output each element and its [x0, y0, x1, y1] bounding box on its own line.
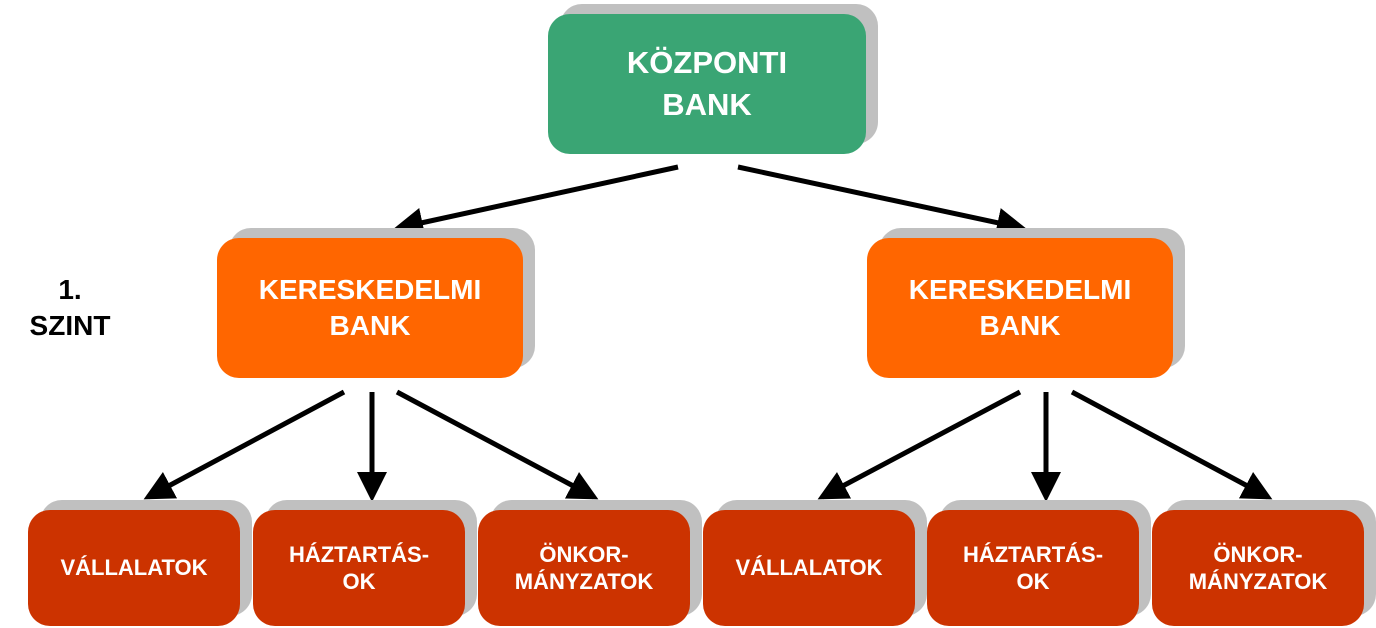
client-label-line1: ÖNKOR-: [1213, 541, 1303, 567]
arrow-commercial-right-to-vallalatok: [817, 389, 1022, 500]
arrow-commercial-left-to-onkormanyzatok: [395, 389, 599, 500]
client-label-line1: ÖNKOR-: [539, 541, 629, 567]
arrow-commercial-left-to-vallalatok: [143, 389, 346, 500]
client-box-vallalatok-right: VÁLLALATOK: [703, 510, 915, 626]
client-label-line1: VÁLLALATOK: [60, 555, 208, 581]
client-label-line2: MÁNYZATOK: [1188, 569, 1328, 594]
arrow-commercial-right-to-onkormanyzatok: [1070, 389, 1273, 500]
commercial-bank-left-line1: KERESKEDELMI: [258, 273, 482, 305]
client-label-line2: OK: [342, 569, 376, 594]
client-box-haztartasok-right: HÁZTARTÁS- OK: [927, 510, 1139, 626]
level-label-line1: 1.: [58, 274, 82, 305]
central-bank-label-line2: BANK: [662, 87, 752, 122]
client-label-line1: HÁZTARTÁS-: [288, 541, 430, 567]
arrow-central-to-commercial-left: [393, 164, 679, 238]
central-bank-box: KÖZPONTI BANK: [548, 14, 866, 154]
client-box-haztartasok-left: HÁZTARTÁS- OK: [253, 510, 465, 626]
level-label-line2: SZINT: [29, 310, 111, 342]
client-label-line1: HÁZTARTÁS-: [962, 541, 1104, 567]
central-bank-label-line1: KÖZPONTI: [626, 45, 788, 81]
client-label-line2: MÁNYZATOK: [514, 569, 654, 594]
commercial-bank-right-line2: BANK: [979, 310, 1061, 341]
arrow-central-to-commercial-right: [737, 164, 1027, 238]
commercial-bank-right-line1: KERESKEDELMI: [908, 273, 1132, 305]
client-label-line1: VÁLLALATOK: [735, 555, 883, 581]
commercial-bank-left-line2: BANK: [329, 310, 411, 341]
client-box-onkormanyzatok-left: ÖNKOR- MÁNYZATOK: [478, 510, 690, 626]
commercial-bank-left-box: KERESKEDELMI BANK: [217, 238, 523, 378]
client-box-onkormanyzatok-right: ÖNKOR- MÁNYZATOK: [1152, 510, 1364, 626]
client-label-line2: OK: [1016, 569, 1050, 594]
client-box-vallalatok-left: VÁLLALATOK: [28, 510, 240, 626]
level-label: 1. SZINT: [10, 272, 130, 345]
commercial-bank-right-box: KERESKEDELMI BANK: [867, 238, 1173, 378]
